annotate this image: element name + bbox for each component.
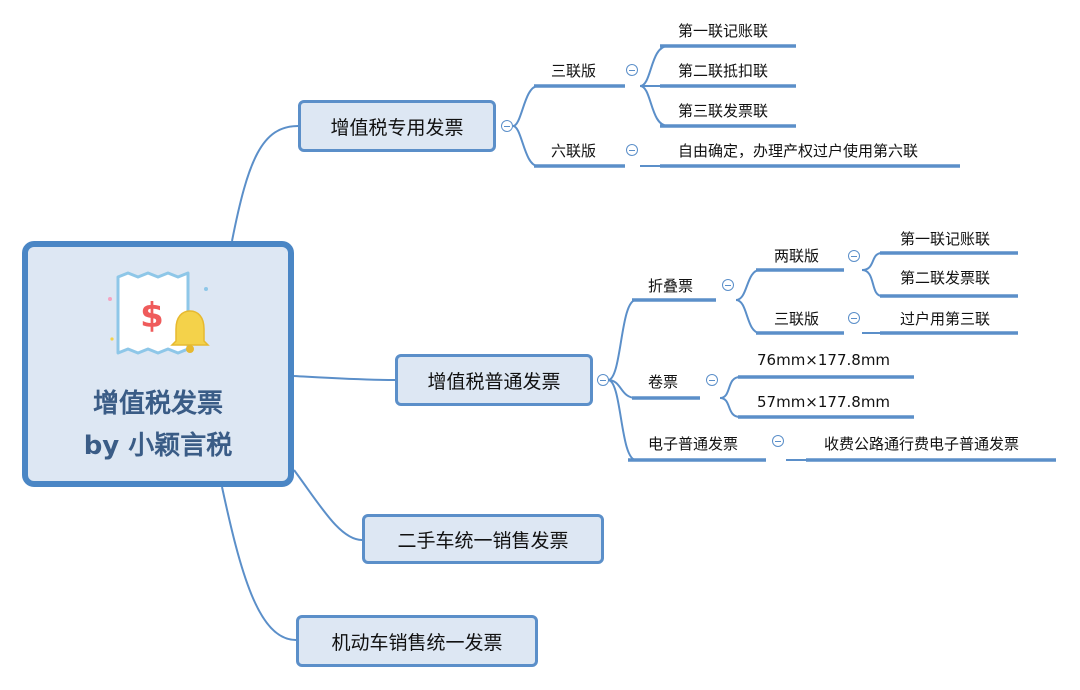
node-label: 二手车统一销售发票 (397, 529, 569, 552)
collapse-toggle-special[interactable] (501, 120, 513, 132)
collapse-toggle-ordinary[interactable] (597, 374, 609, 386)
node-roll-size-2[interactable]: 57mm×177.8mm (757, 393, 891, 411)
node-motor-vehicle-invoice[interactable]: 机动车销售统一发票 (296, 615, 538, 667)
node-electronic-note[interactable]: 收费公路通行费电子普通发票 (824, 435, 1020, 453)
node-six-copy[interactable]: 六联版 (551, 142, 597, 160)
node-label: 增值税专用发票 (330, 116, 464, 139)
svg-text:$: $ (140, 296, 164, 336)
node-label: 增值税普通发票 (427, 370, 561, 393)
node-three-copy[interactable]: 三联版 (551, 62, 597, 80)
node-ordinary-invoice[interactable]: 增值税普通发票 (395, 354, 593, 406)
node-two-copy[interactable]: 两联版 (774, 247, 820, 265)
collapse-toggle-folded-two[interactable] (848, 250, 860, 262)
root-node[interactable]: $ 增值税发票 by 小颖言税 (22, 241, 294, 487)
node-two-copy-1[interactable]: 第一联记账联 (900, 230, 991, 248)
node-six-copy-note[interactable]: 自由确定，办理产权过户使用第六联 (678, 142, 919, 160)
node-copy-1[interactable]: 第一联记账联 (678, 22, 769, 40)
receipt-dollar-bell-icon: $ (108, 271, 210, 355)
collapse-toggle-electronic[interactable] (772, 435, 784, 447)
collapse-toggle-roll[interactable] (706, 374, 718, 386)
collapse-toggle-special-three[interactable] (626, 64, 638, 76)
collapse-toggle-special-six[interactable] (626, 144, 638, 156)
node-special-invoice[interactable]: 增值税专用发票 (298, 100, 496, 152)
node-folded-three-copy[interactable]: 三联版 (774, 310, 820, 328)
node-copy-2[interactable]: 第二联抵扣联 (678, 62, 769, 80)
node-roll-size-1[interactable]: 76mm×177.8mm (757, 351, 891, 369)
root-title-line2: by 小颖言税 (83, 431, 233, 461)
node-folded-three-copy-note[interactable]: 过户用第三联 (900, 310, 991, 328)
node-roll[interactable]: 卷票 (648, 373, 679, 391)
node-label: 机动车销售统一发票 (331, 631, 503, 654)
node-electronic[interactable]: 电子普通发票 (648, 435, 739, 453)
node-used-car-invoice[interactable]: 二手车统一销售发票 (362, 514, 604, 564)
collapse-toggle-folded-three[interactable] (848, 312, 860, 324)
node-folded[interactable]: 折叠票 (648, 277, 694, 295)
node-copy-3[interactable]: 第三联发票联 (678, 102, 769, 120)
root-title-line1: 增值税发票 (92, 389, 223, 419)
collapse-toggle-folded[interactable] (722, 279, 734, 291)
node-two-copy-2[interactable]: 第二联发票联 (900, 269, 991, 287)
